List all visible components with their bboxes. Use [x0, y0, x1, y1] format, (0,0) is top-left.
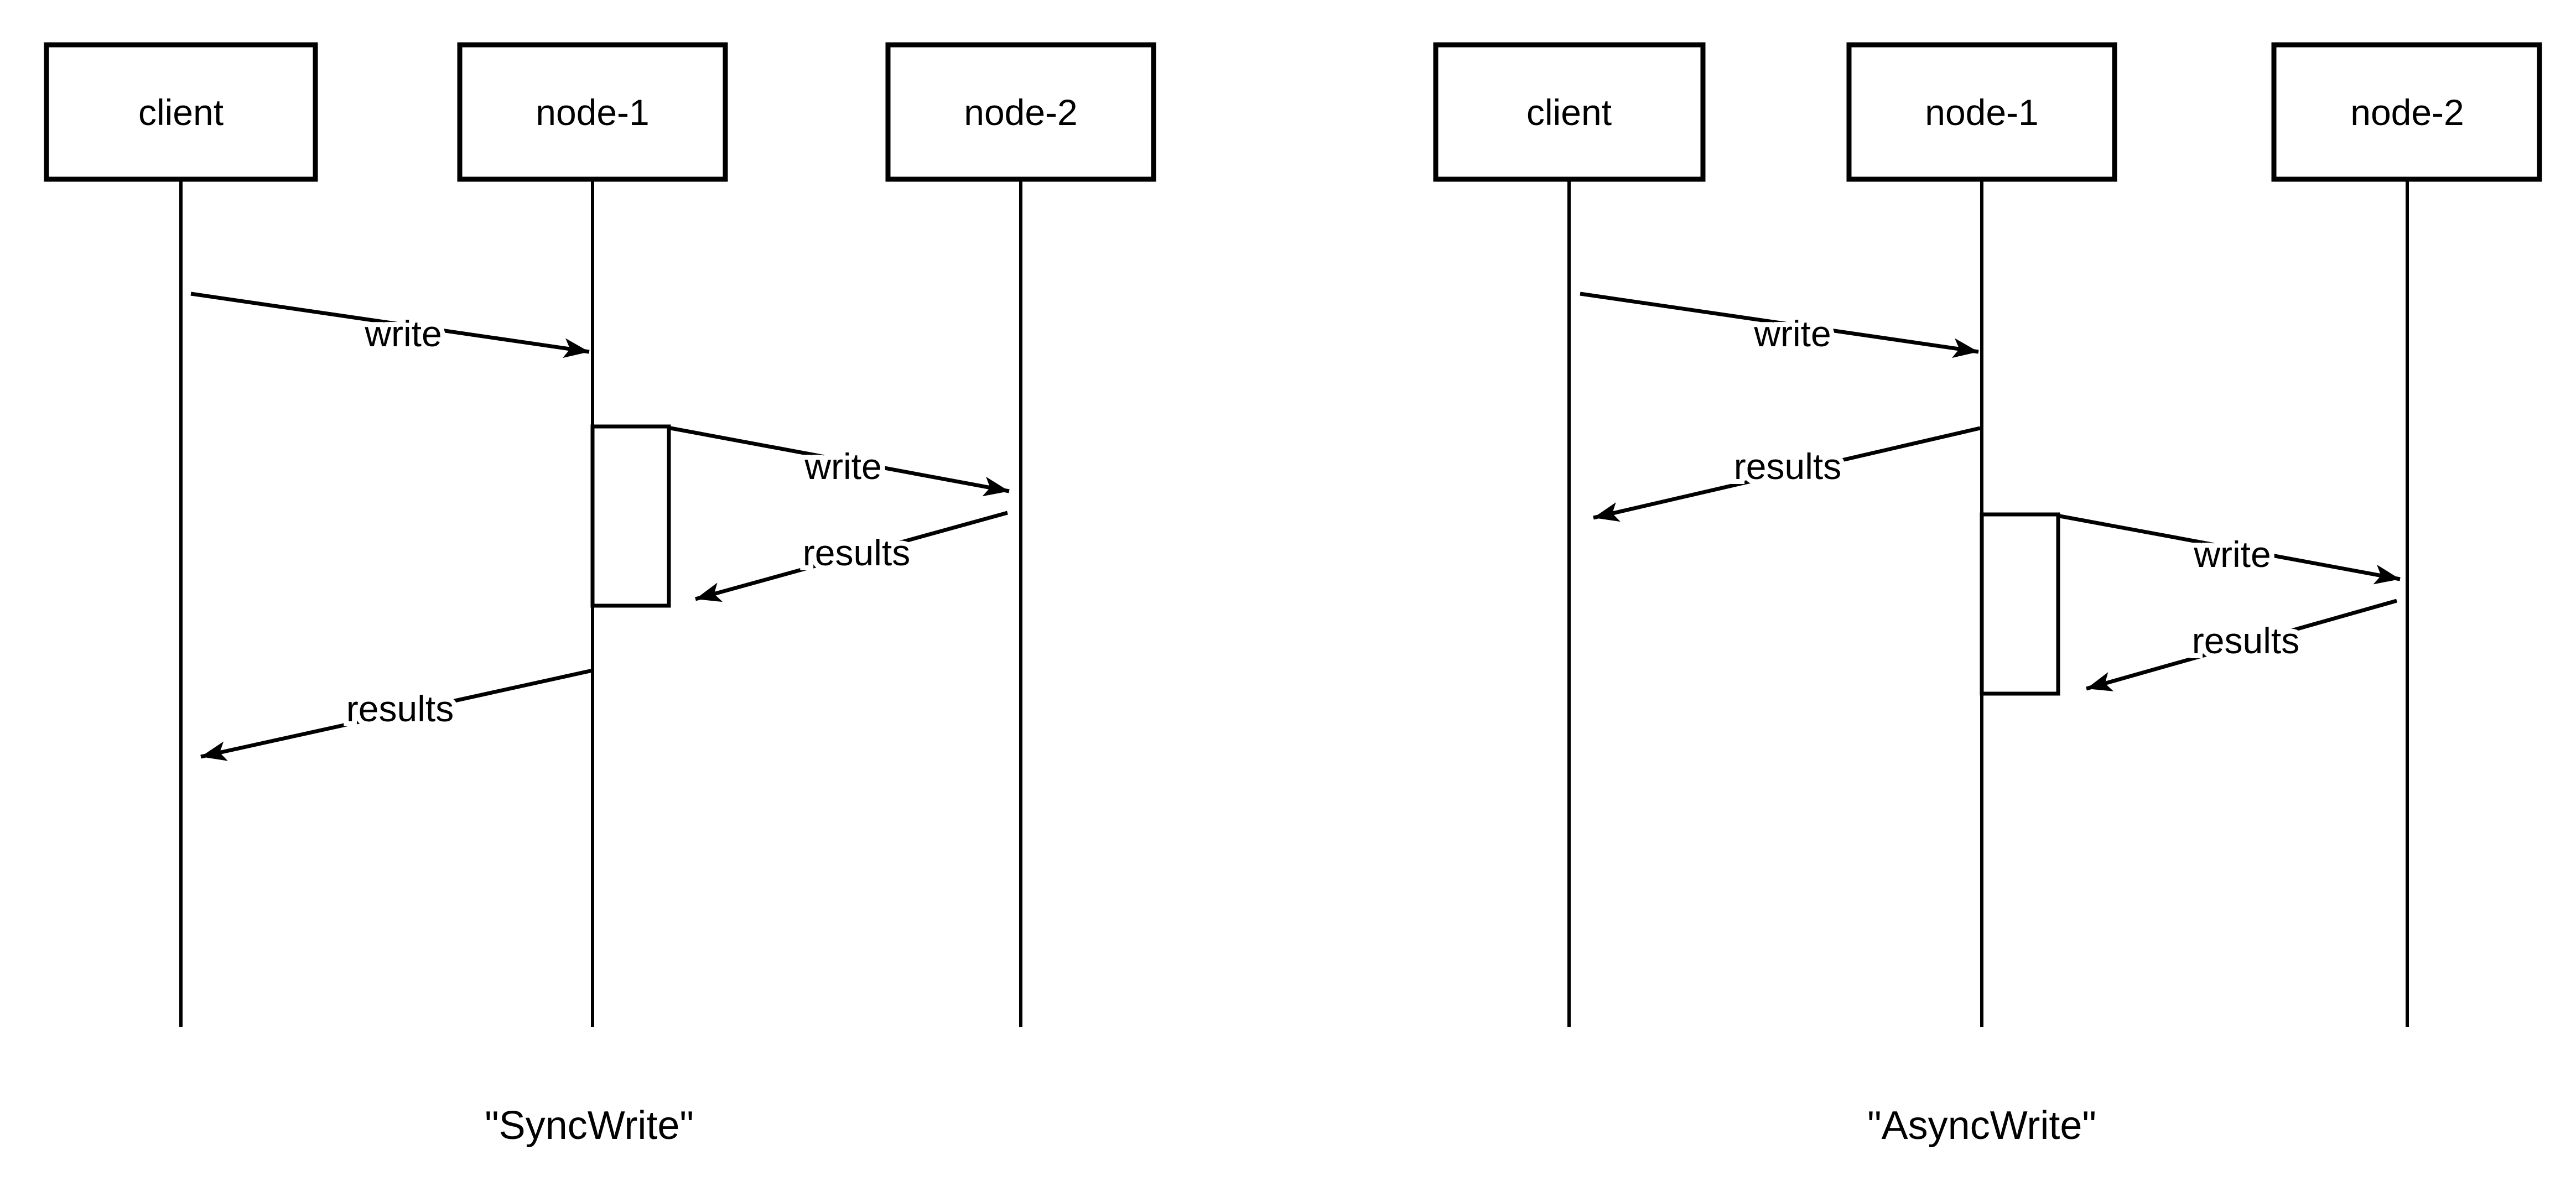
- sync-actor-label-node-1: node-1: [536, 92, 650, 133]
- sync-message-arrow-results-node1-client: [200, 668, 593, 761]
- sync-message-label-write-1: write: [364, 313, 442, 354]
- sync-message-label-write-2: write: [804, 446, 881, 487]
- sync-message-arrow-write-client-node1: [190, 292, 590, 358]
- async-message-label-write-2: write: [2193, 534, 2271, 575]
- sync-message-label-results-2: results: [346, 688, 454, 729]
- sync-actor-label-node-2: node-2: [964, 92, 1078, 133]
- async-message-label-results-1: results: [1734, 446, 1841, 487]
- sync-activation-node-1: [590, 424, 671, 608]
- async-message-arrow-write-client-node1: [1580, 292, 1979, 358]
- async-message-arrow-results-node2-node1: [2086, 598, 2397, 691]
- async-message-arrow-results-node1-client: [1593, 426, 1981, 522]
- async-message-arrow-write-node1-node2: [2059, 514, 2401, 585]
- async-activation-node-1: [1980, 512, 2060, 696]
- sync-diagram: client node-1 node-2 write write results…: [44, 42, 1156, 1148]
- async-actor-label-node-1: node-1: [1925, 92, 2039, 133]
- async-message-label-results-2: results: [2192, 620, 2299, 661]
- sync-message-arrow-results-node2-node1: [695, 511, 1008, 602]
- async-diagram-caption: "AsyncWrite": [1867, 1104, 2096, 1148]
- sync-message-label-results-1: results: [803, 532, 910, 573]
- sync-message-arrow-write-node1-node2: [670, 426, 1010, 497]
- async-actor-box-node-1: [1846, 42, 2117, 182]
- async-message-label-write-1: write: [1753, 313, 1831, 354]
- sync-actor-box-client: [44, 42, 318, 182]
- async-actor-box-client: [1433, 42, 1706, 182]
- sync-actor-label-client: client: [138, 92, 224, 133]
- sync-diagram-caption: "SyncWrite": [485, 1104, 694, 1148]
- async-actor-box-node-2: [2271, 42, 2542, 182]
- sync-actor-box-node-1: [457, 42, 728, 182]
- async-diagram: client node-1 node-2 write results write…: [1433, 42, 2542, 1148]
- sync-actor-box-node-2: [885, 42, 1156, 182]
- async-actor-label-node-2: node-2: [2350, 92, 2464, 133]
- async-actor-label-client: client: [1526, 92, 1612, 133]
